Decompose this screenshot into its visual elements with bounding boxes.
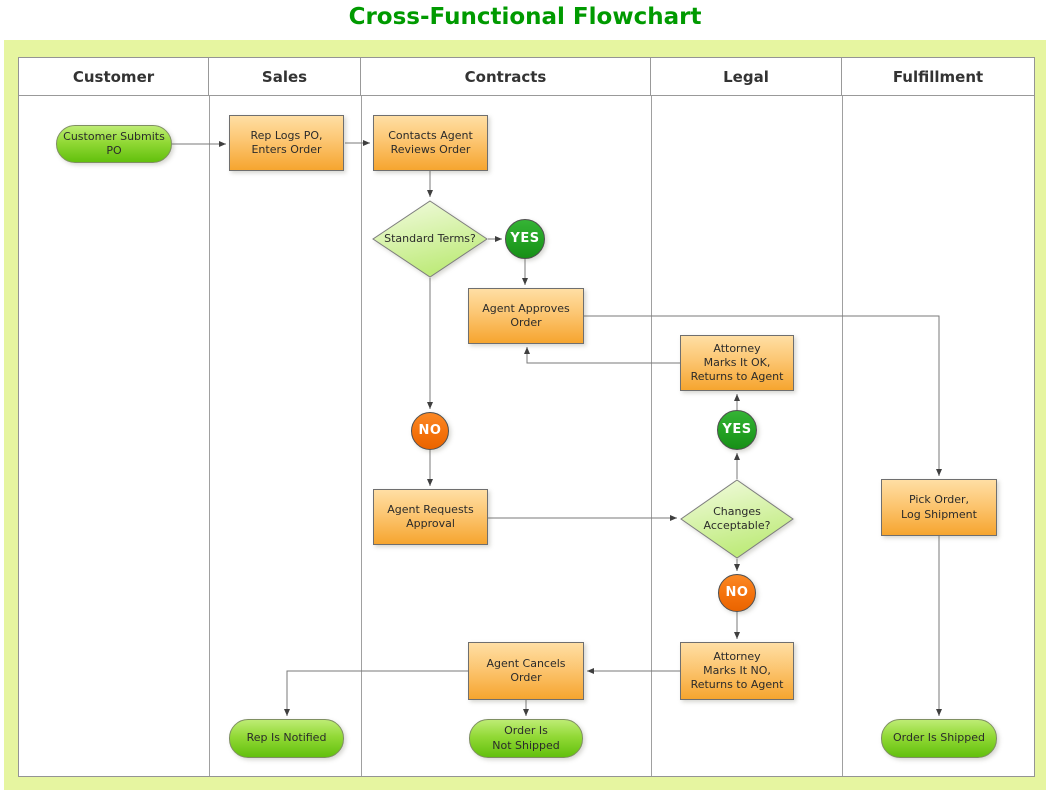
node-changes-acceptable-yes: YES [717, 410, 757, 450]
lane-divider [651, 96, 652, 776]
decision-label: Changes Acceptable? [703, 504, 771, 532]
lane-header-row: Customer Sales Contracts Legal Fulfillme… [19, 58, 1034, 96]
flowchart-canvas: Customer Sales Contracts Legal Fulfillme… [18, 57, 1035, 777]
lane-divider [842, 96, 843, 776]
node-agent-cancels-order: Agent Cancels Order [468, 642, 584, 700]
node-standard-terms-no: NO [411, 412, 449, 450]
node-changes-acceptable-decision: Changes Acceptable? [680, 479, 794, 559]
node-contacts-agent-reviews-order: Contacts Agent Reviews Order [373, 115, 488, 171]
node-agent-approves-order: Agent Approves Order [468, 288, 584, 344]
diamond-shape [680, 479, 794, 559]
node-changes-acceptable-no: NO [718, 574, 756, 612]
lane-divider [209, 96, 210, 776]
node-attorney-marks-ok: Attorney Marks It OK, Returns to Agent [680, 335, 794, 391]
lane-header-customer: Customer [19, 58, 209, 96]
node-order-is-shipped: Order Is Shipped [881, 719, 997, 758]
diamond-shape [372, 200, 488, 278]
lane-header-legal: Legal [651, 58, 842, 96]
node-pick-order-log-shipment: Pick Order, Log Shipment [881, 479, 997, 536]
background-panel: Customer Sales Contracts Legal Fulfillme… [4, 40, 1046, 790]
node-customer-submits-po: Customer Submits PO [56, 125, 172, 163]
lane-header-contracts: Contracts [361, 58, 651, 96]
node-rep-is-notified: Rep Is Notified [229, 719, 344, 758]
node-standard-terms-decision: Standard Terms? [372, 200, 488, 278]
node-rep-logs-po: Rep Logs PO, Enters Order [229, 115, 344, 171]
node-attorney-marks-no: Attorney Marks It NO, Returns to Agent [680, 642, 794, 700]
decision-label: Standard Terms? [384, 231, 476, 245]
node-agent-requests-approval: Agent Requests Approval [373, 489, 488, 545]
lane-divider [361, 96, 362, 776]
lane-header-fulfillment: Fulfillment [842, 58, 1034, 96]
node-order-is-not-shipped: Order Is Not Shipped [469, 719, 583, 758]
page-title: Cross-Functional Flowchart [348, 4, 702, 30]
lane-header-sales: Sales [209, 58, 361, 96]
node-standard-terms-yes: YES [505, 219, 545, 259]
